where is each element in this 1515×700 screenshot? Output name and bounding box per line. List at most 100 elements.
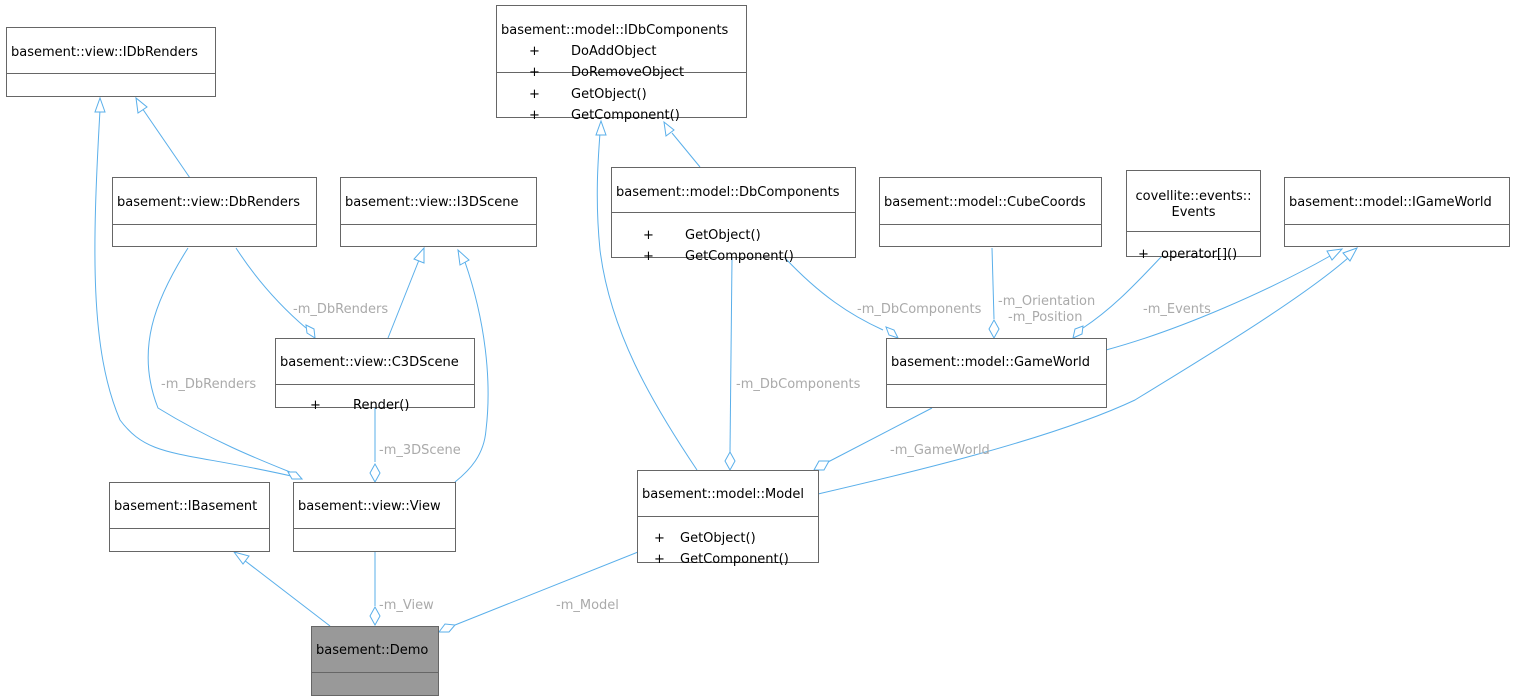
edge-view-i3dscene — [454, 261, 489, 483]
inherit-arrow-idbcomponents-2 — [595, 119, 607, 136]
agg-diamond-demo-2 — [438, 623, 457, 633]
class-separator — [312, 672, 438, 673]
class-separator — [7, 73, 215, 74]
inherit-arrow-idbrenders-1 — [135, 96, 148, 114]
agg-diamond-demo-1 — [369, 605, 381, 627]
class-dbcomponents[interactable]: basement::model::DbComponents +GetObject… — [611, 167, 856, 264]
class-name: basement::view::IDbRenders — [11, 45, 198, 60]
class-separator — [276, 384, 474, 385]
class-name: basement::model::IDbComponents — [501, 23, 729, 38]
class-separator — [887, 384, 1106, 385]
agg-diamond-gameworld-2 — [988, 318, 1000, 340]
agg-diamond-view-1 — [287, 471, 304, 480]
class-name: basement::view::DbRenders — [117, 195, 301, 210]
edge-c3dscene-i3dscene — [387, 259, 420, 339]
member-doremoveobject: +DoRemoveObject — [529, 65, 685, 80]
edge-dbcomponents-gameworld — [784, 257, 884, 331]
inherit-arrow-ibasement — [232, 551, 250, 565]
class-model[interactable]: basement::model::Model +GetObject() +Get… — [637, 470, 819, 567]
class-separator — [612, 212, 855, 213]
edge-label-dbcomponents-gameworld: -m_DbComponents — [857, 302, 982, 317]
edge-dbrenders-c3dscene — [235, 247, 307, 329]
inherit-arrow-igameworld-1 — [1326, 248, 1344, 261]
edge-dbrenders-idbrenders — [141, 107, 191, 179]
edge-events-gameworld — [1082, 255, 1163, 329]
class-separator — [1127, 231, 1260, 232]
class-name: basement::view::C3DScene — [280, 355, 459, 370]
inherit-arrow-i3dscene-2 — [457, 248, 470, 266]
class-i3dscene[interactable]: basement::view::I3DScene — [340, 177, 537, 247]
class-separator — [497, 72, 746, 73]
edge-demo-ibasement — [243, 559, 331, 627]
class-name: basement::Demo — [316, 643, 429, 658]
class-separator — [638, 516, 818, 517]
edge-model-igameworld — [817, 257, 1349, 495]
class-name: basement::model::GameWorld — [891, 355, 1090, 370]
member-getcomponent: +GetComponent() — [643, 249, 794, 264]
agg-diamond-gameworld-1 — [885, 326, 899, 339]
member-getcomponent: +GetComponent() — [529, 108, 680, 123]
class-igameworld[interactable]: basement::model::IGameWorld — [1284, 177, 1510, 247]
class-gameworld[interactable]: basement::model::GameWorld — [886, 338, 1107, 408]
class-name: basement::view::I3DScene — [345, 195, 519, 210]
edge-label-dbcomponents-model: -m_DbComponents — [736, 377, 861, 392]
class-separator — [880, 224, 1101, 225]
class-separator — [1285, 224, 1509, 225]
edge-dbcomponents-idbcomponents — [671, 132, 701, 168]
class-separator — [341, 224, 536, 225]
edge-dbrenders-view — [147, 247, 291, 473]
inherit-arrow-igameworld-2 — [1342, 247, 1359, 262]
edge-dbcomponents-model — [729, 257, 733, 453]
class-name: basement::model::IGameWorld — [1289, 195, 1492, 210]
edge-label-model: -m_Model — [556, 598, 619, 613]
member-getcomponent: +GetComponent() — [654, 552, 789, 567]
edge-label-position: -m_Position — [1008, 310, 1083, 325]
edge-label-dbrenders-c3dscene: -m_DbRenders — [293, 302, 389, 317]
class-ibasement[interactable]: basement::IBasement — [109, 482, 270, 552]
agg-diamond-gameworld-3 — [1072, 325, 1084, 339]
edge-cubecoords-gameworld — [991, 247, 995, 320]
inherit-arrow-i3dscene-1 — [413, 246, 425, 264]
edge-label-dbrenders-view: -m_DbRenders — [161, 377, 257, 392]
edge-label-events: -m_Events — [1143, 302, 1211, 317]
class-name: basement::model::CubeCoords — [884, 195, 1086, 210]
class-name: covellite::events:: Events — [1135, 189, 1252, 220]
class-cubecoords[interactable]: basement::model::CubeCoords — [879, 177, 1102, 247]
agg-diamond-model-1 — [724, 450, 736, 472]
edge-gameworld-igameworld — [1105, 255, 1331, 351]
class-idbrenders[interactable]: basement::view::IDbRenders — [6, 27, 216, 97]
class-events[interactable]: covellite::events:: Events +operator[]() — [1126, 170, 1261, 262]
edge-label-orientation: -m_Orientation — [998, 294, 1096, 309]
inherit-arrow-idbcomponents-1 — [663, 120, 675, 137]
class-name: basement::model::Model — [642, 487, 805, 502]
member-doaddobject: +DoAddObject — [529, 44, 657, 59]
edge-label-gameworld: -m_GameWorld — [890, 443, 990, 458]
agg-diamond-c3dscene — [305, 324, 316, 339]
member-operator-index: +operator[]() — [1138, 247, 1238, 262]
member-getobject: +GetObject() — [529, 87, 647, 102]
agg-diamond-view-2 — [369, 462, 381, 484]
inherit-arrow-idbrenders-2 — [94, 96, 106, 113]
class-name: basement::model::DbComponents — [616, 185, 840, 200]
class-separator — [294, 528, 455, 529]
edge-model-idbcomponents — [596, 132, 698, 471]
edge-label-view: -m_View — [379, 598, 434, 613]
class-idbcomponents[interactable]: basement::model::IDbComponents +DoAddObj… — [496, 5, 747, 123]
class-separator — [110, 528, 269, 529]
edge-label-3dscene: -m_3DScene — [379, 443, 461, 458]
class-name: basement::IBasement — [114, 499, 258, 514]
class-dbrenders[interactable]: basement::view::DbRenders — [112, 177, 317, 247]
class-demo[interactable]: basement::Demo — [311, 626, 439, 696]
agg-diamond-model-2 — [813, 460, 830, 471]
edge-view-idbrenders — [94, 109, 301, 479]
class-separator — [113, 224, 316, 225]
class-name: basement::view::View — [298, 499, 441, 514]
member-render: +Render() — [310, 398, 410, 413]
edge-model-demo — [454, 551, 639, 626]
class-c3dscene[interactable]: basement::view::C3DScene +Render() — [275, 338, 475, 413]
member-getobject: +GetObject() — [643, 228, 761, 243]
class-view[interactable]: basement::view::View — [293, 482, 456, 552]
member-getobject: +GetObject() — [654, 531, 756, 546]
edge-gameworld-model — [827, 407, 933, 463]
